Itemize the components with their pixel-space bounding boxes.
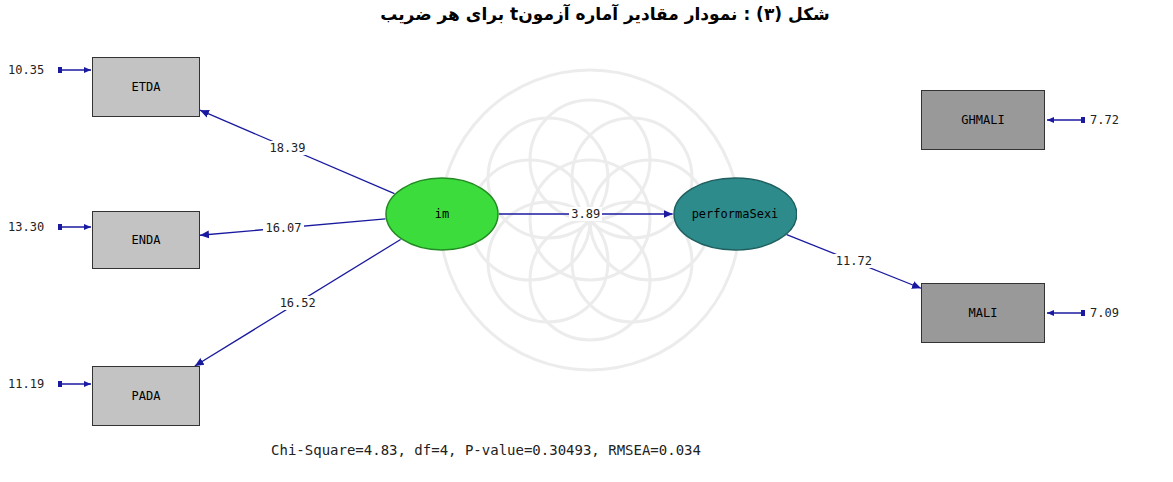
fit-statistics: Chi-Square=4.83, df=4, P-value=0.30493, … xyxy=(271,442,701,458)
node-label: im xyxy=(435,207,449,221)
error-tail xyxy=(58,224,62,230)
latent-ellipse: im xyxy=(385,177,499,251)
error-arrow xyxy=(60,69,91,71)
watermark-ring xyxy=(530,160,650,280)
node-label: MALI xyxy=(969,306,998,320)
error-value: 7.09 xyxy=(1090,306,1119,320)
node-label: PADA xyxy=(132,389,161,403)
ellipse-shape xyxy=(386,178,498,250)
indicator-box: ETDA xyxy=(92,57,200,117)
error-value: 10.35 xyxy=(8,63,44,77)
path-arrow xyxy=(200,219,386,235)
path-arrow xyxy=(200,110,394,193)
indicator-box: ENDA xyxy=(92,211,200,269)
node-label: ENDA xyxy=(132,233,161,247)
node-label: performaSexi xyxy=(692,207,779,221)
indicator-box: GHMALI xyxy=(921,90,1045,150)
indicator-box: MALI xyxy=(921,283,1045,343)
error-arrow xyxy=(60,226,91,228)
figure-title: شکل (۳) : نمودار مقادیر آماره آزمونt برا… xyxy=(380,4,830,24)
error-arrow xyxy=(1047,119,1083,121)
ellipse-shape xyxy=(674,178,797,250)
error-tail xyxy=(1081,117,1085,123)
t-value: 18.39 xyxy=(267,141,307,155)
t-value: 16.52 xyxy=(278,296,318,310)
path-arrow xyxy=(195,239,401,366)
indicator-box: PADA xyxy=(92,366,200,426)
error-arrow xyxy=(60,383,91,385)
error-tail xyxy=(1081,310,1085,316)
latent-ellipse: performaSexi xyxy=(673,177,798,251)
error-value: 7.72 xyxy=(1090,113,1119,127)
t-value: 3.89 xyxy=(569,207,602,221)
error-value: 13.30 xyxy=(8,220,44,234)
node-label: ETDA xyxy=(132,80,161,94)
error-tail xyxy=(58,67,62,73)
t-value: 16.07 xyxy=(263,221,303,235)
t-value: 11.72 xyxy=(834,254,874,268)
error-arrow xyxy=(1047,312,1083,314)
node-label: GHMALI xyxy=(961,113,1004,127)
path-arrow xyxy=(787,235,921,289)
error-value: 11.19 xyxy=(8,377,44,391)
error-tail xyxy=(58,381,62,387)
